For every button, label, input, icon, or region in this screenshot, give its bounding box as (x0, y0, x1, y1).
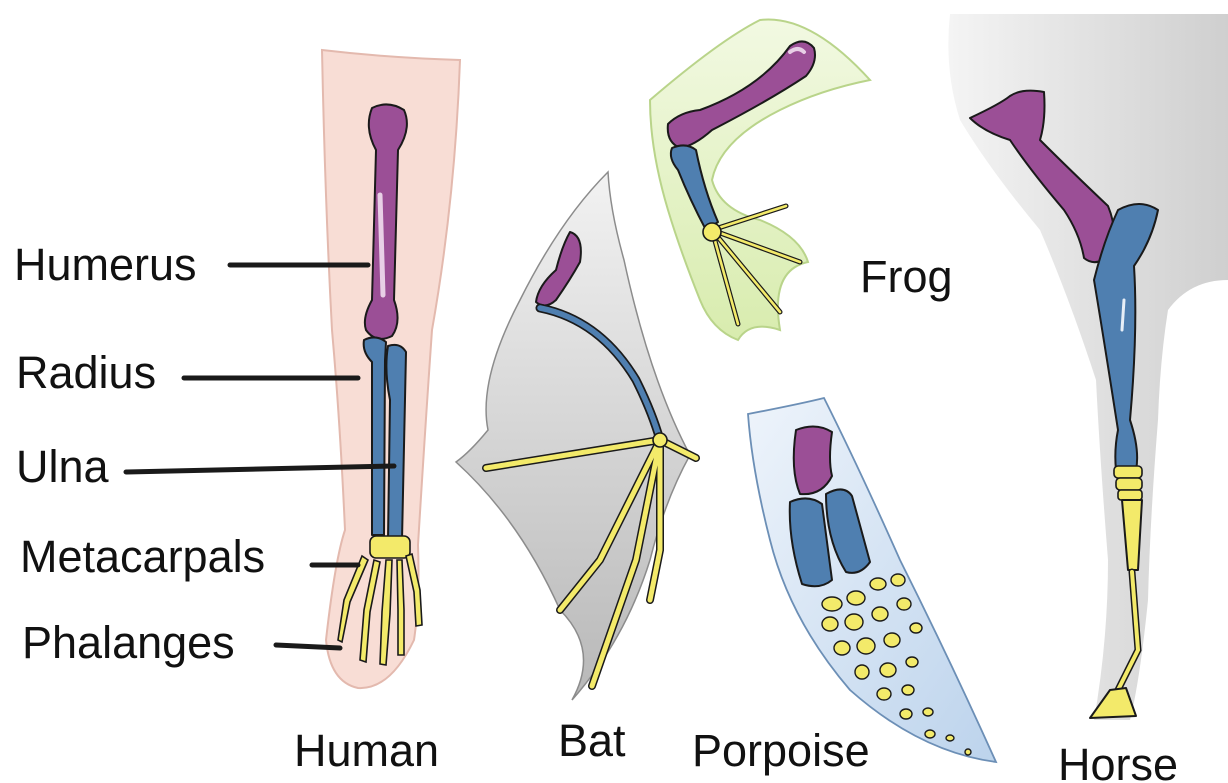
porpoise-humerus (794, 426, 832, 494)
horse-carpals (1114, 466, 1142, 500)
human-ulna (386, 345, 406, 540)
label-metacarpals: Metacarpals (20, 531, 265, 582)
label-bat: Bat (558, 715, 626, 766)
horse-leg (948, 14, 1228, 720)
label-porpoise: Porpoise (692, 725, 870, 776)
label-phalanges: Phalanges (22, 617, 235, 668)
leader-phalanges (276, 645, 340, 648)
label-human: Human (294, 725, 439, 776)
label-radius: Radius (16, 347, 156, 398)
bat-wing (456, 172, 696, 700)
label-frog: Frog (860, 251, 953, 302)
bone-labels: Humerus Radius Ulna Metacarpals Phalange… (14, 239, 265, 668)
frog-limb (650, 20, 870, 341)
human-arm (322, 50, 460, 688)
porpoise-flipper (748, 398, 996, 762)
label-humerus: Humerus (14, 239, 197, 290)
bat-wrist (653, 433, 667, 447)
frog-wrist (703, 223, 721, 241)
label-horse: Horse (1058, 739, 1178, 783)
label-ulna: Ulna (16, 441, 110, 492)
horse-radius-highlight (1122, 300, 1124, 330)
human-humerus-highlight (380, 195, 383, 295)
